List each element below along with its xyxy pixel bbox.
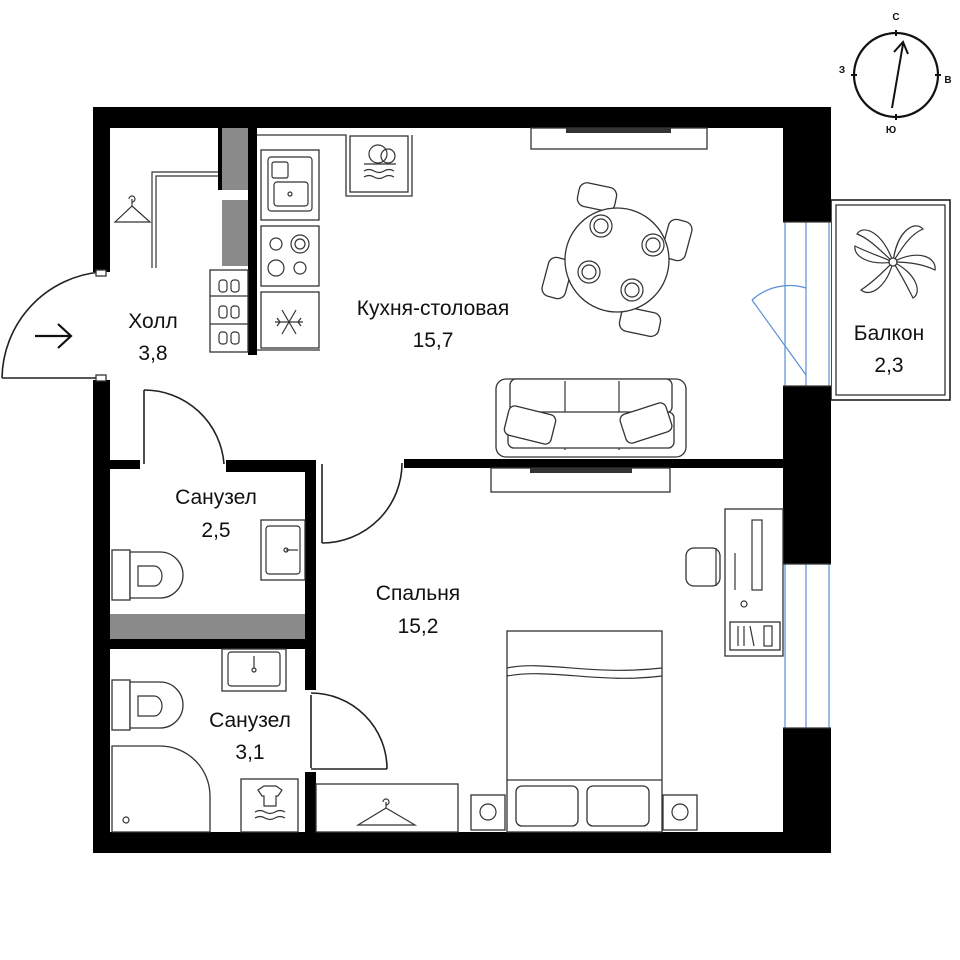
snowflake-icon: [275, 309, 303, 335]
bath1-fixtures: [111, 519, 306, 601]
room-area: 2,3: [874, 354, 903, 377]
bedroom-tv: [490, 467, 671, 493]
hanger-icon: [355, 798, 418, 826]
compass-west: З: [839, 65, 845, 76]
room-name: Балкон: [854, 322, 924, 345]
kitchen-counter: [257, 134, 413, 351]
compass: С Ю З В: [839, 12, 952, 136]
room-name: Санузел: [175, 486, 257, 509]
bath2-door[interactable]: [310, 692, 388, 770]
bedroom-door[interactable]: [321, 462, 403, 544]
room-label-bath1: Санузел 2,5: [175, 486, 257, 542]
room-name: Санузел: [209, 709, 291, 732]
room-name: Кухня-столовая: [357, 297, 509, 320]
room-label-balcony: Балкон 2,3: [854, 322, 924, 377]
bath1-door[interactable]: [143, 389, 225, 465]
room-name: Спальня: [376, 582, 460, 605]
shoes-icon: [218, 279, 240, 345]
stove-icon: [267, 234, 310, 277]
compass-north: С: [892, 12, 899, 23]
room-area: 3,1: [235, 741, 264, 764]
entrance-arrow-icon: [35, 323, 73, 349]
plant-icon: [854, 225, 936, 299]
dishwasher-icon: [349, 135, 409, 193]
compass-east: В: [944, 75, 951, 86]
shoe-rack: [209, 269, 249, 353]
sink-icon: [260, 519, 306, 581]
compass-south: Ю: [886, 125, 896, 136]
room-label-bath2: Санузел 3,1: [209, 709, 291, 764]
hall-wardrobe: [113, 171, 218, 268]
sink-icon: [221, 648, 287, 692]
hanger-icon: [113, 195, 152, 223]
balcony: [830, 199, 951, 401]
bath2-fixtures: [111, 648, 299, 833]
doors: [1, 269, 403, 770]
bedroom-wardrobe: [315, 783, 459, 833]
toilet-icon: [111, 679, 184, 731]
entrance-door[interactable]: [1, 269, 107, 382]
desk: [685, 508, 784, 657]
sink-icon: [267, 156, 313, 212]
room-label-kitchen: Кухня-столовая 15,7: [357, 297, 509, 352]
toilet-icon: [111, 549, 184, 601]
room-area: 2,5: [201, 519, 230, 542]
room-area: 15,2: [398, 615, 439, 638]
room-area: 3,8: [138, 342, 167, 365]
walls: [93, 107, 831, 853]
washing-machine-icon: [240, 778, 299, 833]
compass-needle-icon: [891, 40, 909, 109]
room-label-hall: Холл 3,8: [128, 310, 178, 365]
room-label-bedroom: Спальня 15,2: [376, 582, 460, 638]
shower-icon: [111, 745, 211, 833]
room-area: 15,7: [413, 329, 454, 352]
bed: [470, 630, 698, 833]
room-name: Холл: [128, 310, 178, 333]
kitchen-tv: [530, 127, 708, 150]
sofa: [495, 378, 687, 458]
windows: [751, 221, 831, 729]
dining-table: [541, 182, 693, 338]
